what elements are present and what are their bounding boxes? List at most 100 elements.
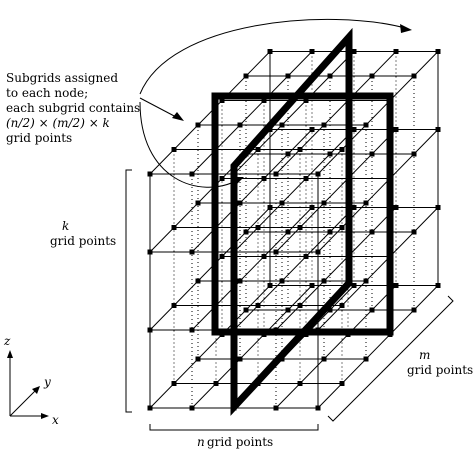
grid-line-y <box>317 51 439 175</box>
grid-node <box>369 151 375 157</box>
grid-node <box>261 98 267 103</box>
grid-node <box>213 381 219 386</box>
grid-line-y <box>233 51 355 175</box>
grid-node <box>411 307 417 313</box>
m-dimension-bracket <box>327 295 454 422</box>
y-axis <box>9 389 37 417</box>
grid-node <box>189 171 195 177</box>
grid-node <box>351 49 357 54</box>
annotation-line-3: each subgrid contains <box>6 101 140 115</box>
grid-node <box>351 283 357 288</box>
grid-node <box>393 283 399 288</box>
grid-node <box>339 381 345 386</box>
grid-line-y <box>275 285 397 409</box>
grid-line-y <box>317 207 439 331</box>
grid-node <box>303 254 309 259</box>
grid-wireframe <box>149 51 439 409</box>
k-symbol: k <box>62 219 69 233</box>
grid-line-y <box>317 129 439 253</box>
grid-node <box>273 171 279 177</box>
grid-node <box>237 200 243 206</box>
y-axis-label: y <box>43 375 51 389</box>
grid-node <box>189 405 195 411</box>
grid-node <box>297 381 303 386</box>
grid-vertical-dotted-lines <box>173 51 415 408</box>
grid-node <box>195 356 201 362</box>
grid-node <box>321 200 327 206</box>
m-grid-points-label: grid points <box>407 363 473 377</box>
partition-planes <box>211 27 394 416</box>
x-arrowhead <box>41 413 49 419</box>
grid-node <box>255 303 261 308</box>
grid-node <box>285 307 291 313</box>
grid-node <box>435 127 441 132</box>
grid-node <box>297 225 303 230</box>
grid-node <box>267 283 273 288</box>
grid-node <box>219 98 225 103</box>
grid-node <box>255 147 261 152</box>
grid-node <box>411 73 417 79</box>
grid-node <box>393 127 399 132</box>
arrow-to-mid-subgrid <box>139 97 179 119</box>
grid-node <box>351 127 357 132</box>
grid-node <box>285 229 291 235</box>
grid-node <box>363 356 369 362</box>
grid-node <box>369 229 375 235</box>
z-axis-label: z <box>3 334 11 348</box>
grid-node <box>285 73 291 79</box>
grid-node <box>147 405 153 411</box>
annotation-arrows <box>139 18 412 188</box>
grid-line-y <box>317 285 439 409</box>
grid-node <box>171 303 177 308</box>
arrowhead-front <box>232 177 244 185</box>
grid-node <box>237 278 243 284</box>
arrow-to-front-subgrid <box>139 101 239 188</box>
grid-node <box>369 307 375 313</box>
grid-node <box>369 73 375 79</box>
grid-node <box>273 249 279 255</box>
grid-node <box>363 278 369 284</box>
grid-node <box>309 283 315 288</box>
grid-node <box>321 278 327 284</box>
annotation-line-2: to each node; <box>6 86 88 100</box>
grid-node <box>351 205 357 210</box>
grid-node <box>327 229 333 235</box>
coordinate-axes <box>7 350 49 419</box>
grid-node <box>435 205 441 210</box>
grid-line-y <box>275 207 397 331</box>
grid-node <box>327 73 333 79</box>
grid-node <box>363 200 369 206</box>
grid-node <box>327 151 333 157</box>
m-symbol: m <box>419 348 430 362</box>
grid-line-y <box>275 129 397 253</box>
grid-node <box>147 171 153 177</box>
grid-node <box>363 122 369 128</box>
grid-node <box>255 225 261 230</box>
grid-node <box>297 303 303 308</box>
grid-node <box>303 98 309 103</box>
grid-node <box>219 176 225 181</box>
grid-node <box>243 307 249 313</box>
grid-node <box>309 205 315 210</box>
grid-node <box>171 381 177 386</box>
grid-node <box>285 151 291 157</box>
grid-node <box>237 356 243 362</box>
grid-node <box>261 254 267 259</box>
arrow-to-top-subgrid <box>139 18 406 95</box>
grid-node <box>315 249 321 255</box>
grid-node <box>315 405 321 411</box>
grid-node <box>279 278 285 284</box>
grid-node <box>327 307 333 313</box>
grid-node <box>321 122 327 128</box>
grid-node <box>411 229 417 235</box>
grid-node <box>339 147 345 152</box>
x-axis-label: x <box>52 413 59 427</box>
grid-node <box>171 147 177 152</box>
grid-node <box>147 249 153 255</box>
grid-node <box>147 327 153 333</box>
grid-node <box>171 225 177 230</box>
grid-node <box>189 327 195 333</box>
grid-node <box>393 205 399 210</box>
grid-node <box>195 200 201 206</box>
